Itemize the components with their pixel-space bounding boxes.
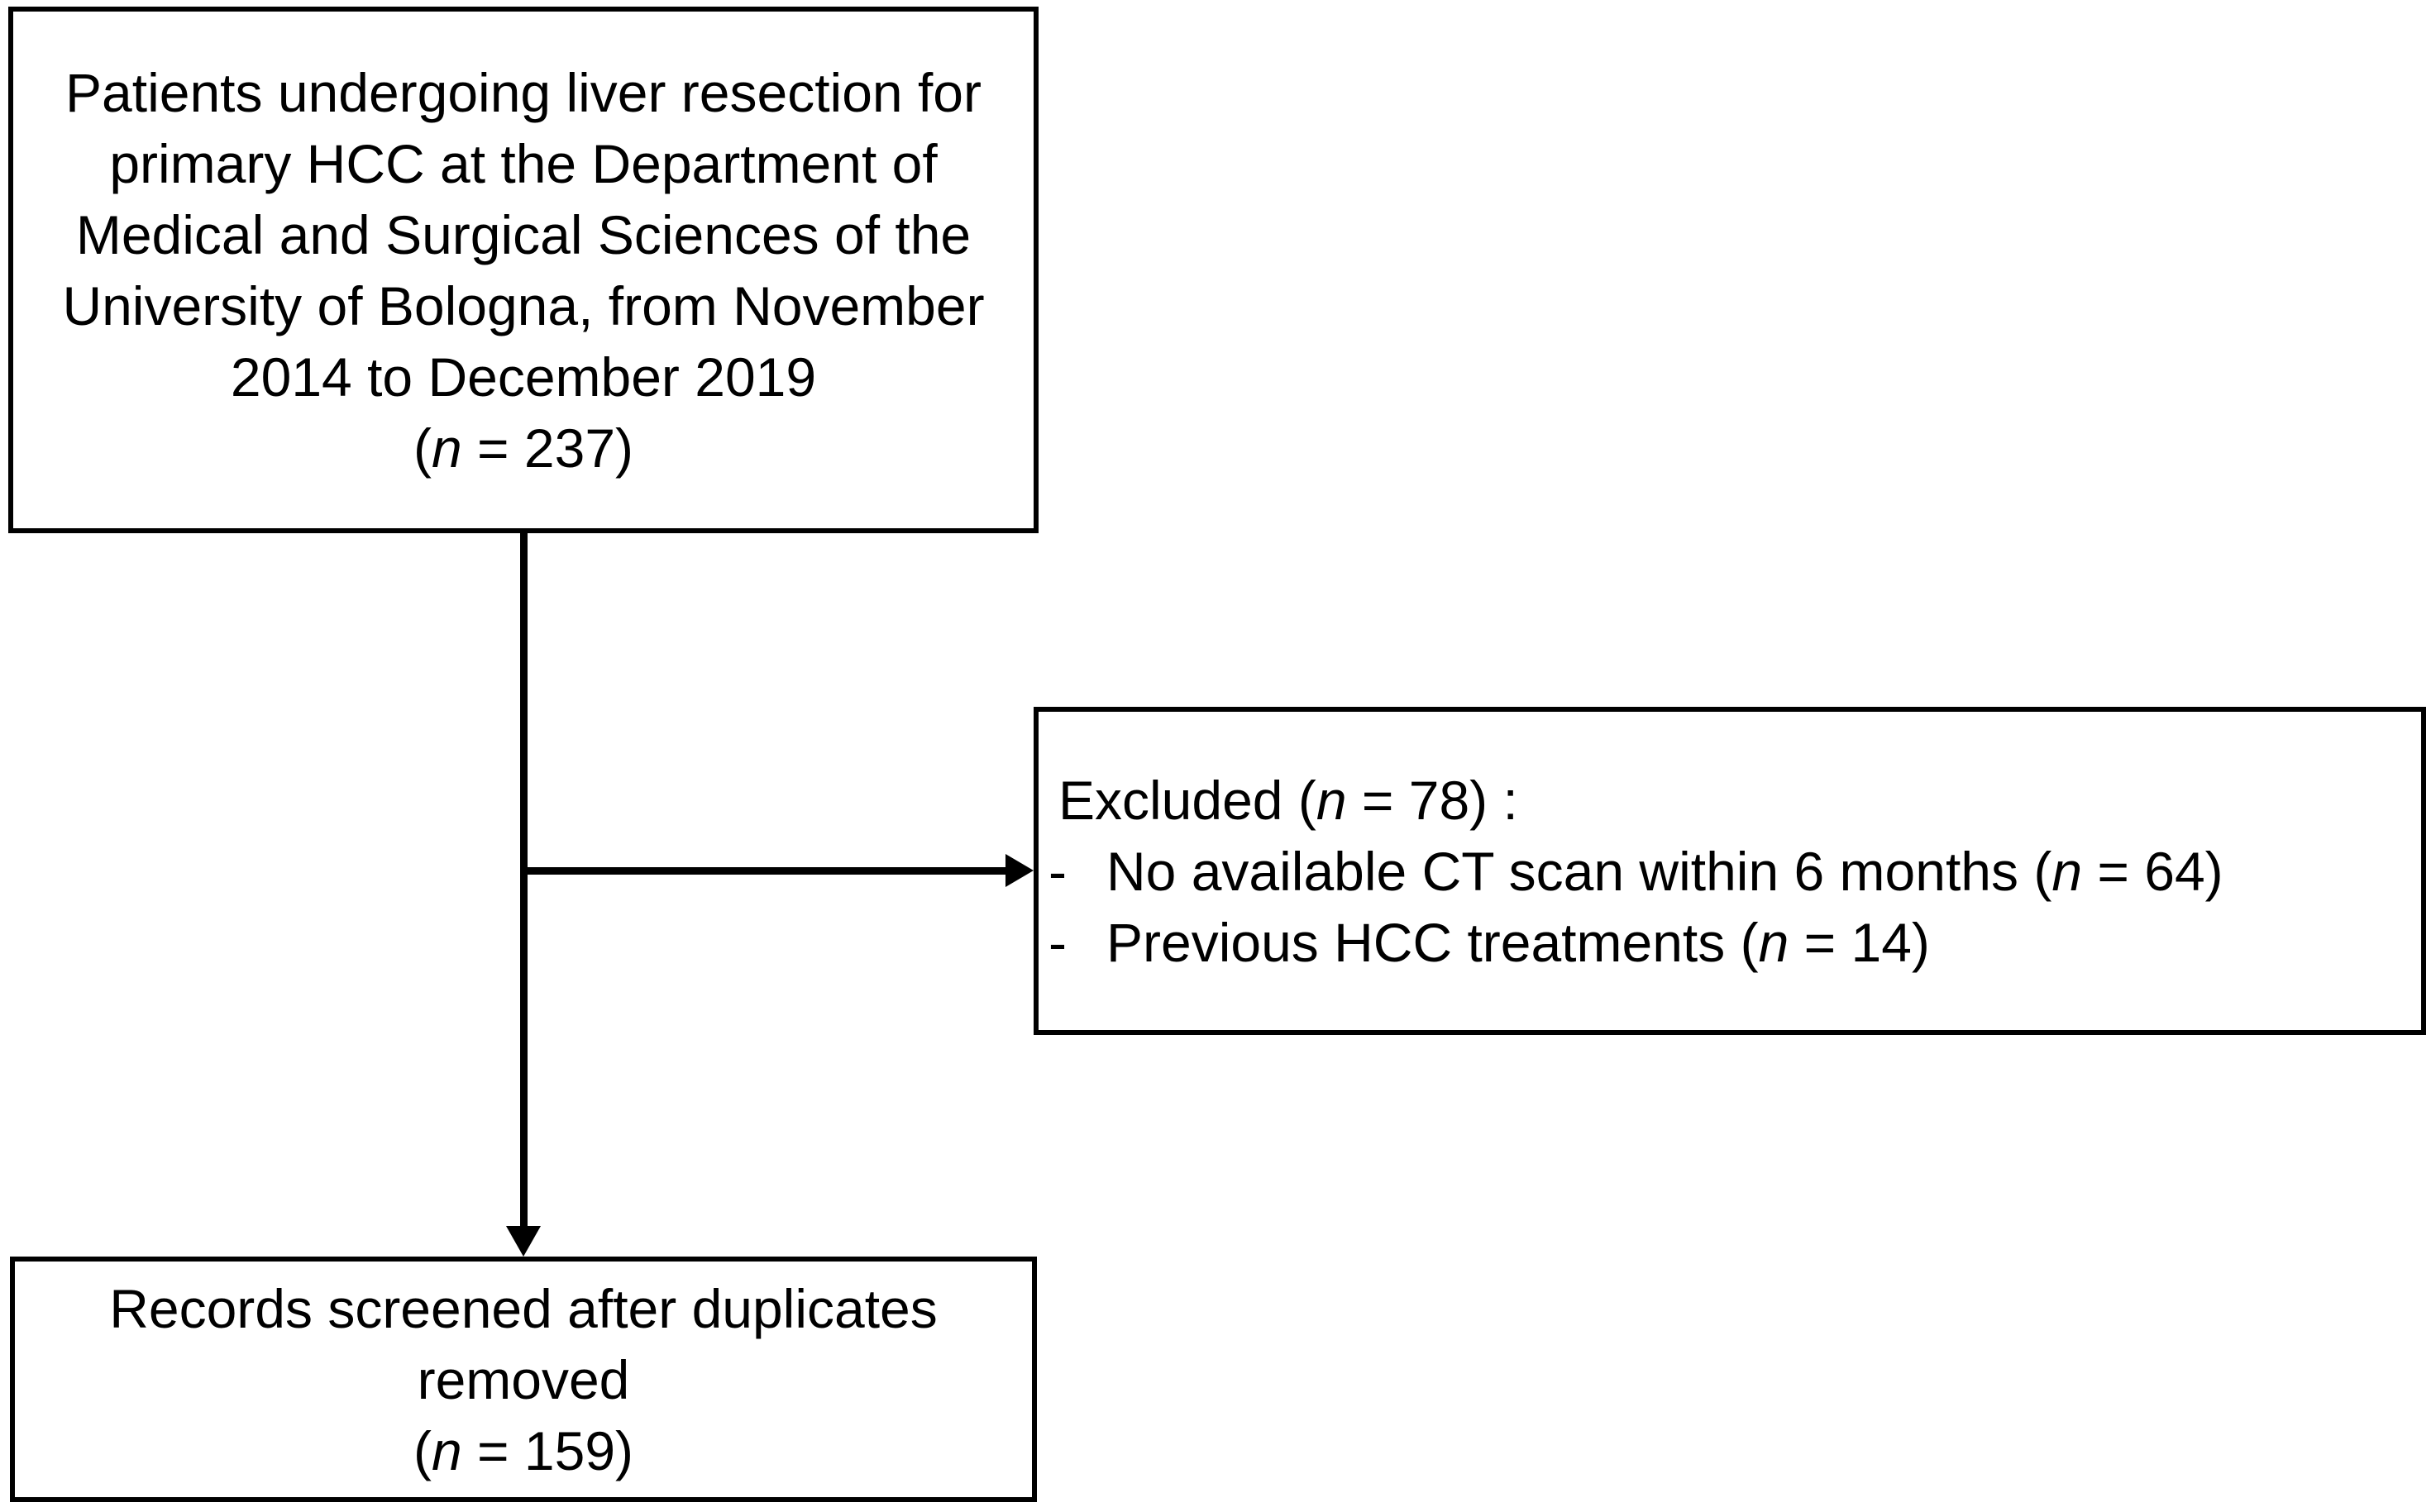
excluded-title: Excluded (n = 78) : [1058,769,1518,831]
box-excluded: Excluded (n = 78) : - No available CT sc… [1034,707,2426,1035]
bullet-dash: - [1048,911,1067,973]
screened-line-2: removed [417,1348,630,1410]
arrowhead-down-icon [506,1226,541,1257]
enrollment-line-3: Medical and Surgical Sciences of the [75,203,972,265]
bullet-dash: - [1048,840,1067,902]
screened-line-1: Records screened after duplicates [109,1277,938,1339]
box-records-screened: Records screened after duplicates remove… [10,1257,1037,1502]
excluded-item-text: Previous HCC treatments (n = 14) [1106,911,1930,973]
enrollment-count: (n = 237) [413,417,634,479]
screened-count: (n = 159) [413,1419,634,1481]
excluded-item-no-ct-scan: - No available CT scan within 6 months (… [1048,836,2421,907]
enrollment-text: Patients undergoing liver resection for … [13,57,1034,484]
excluded-item-previous-treatments: - Previous HCC treatments (n = 14) [1048,907,2421,978]
enrollment-line-1: Patients undergoing liver resection for [65,61,982,123]
enrollment-line-4: University of Bologna, from November [62,274,985,336]
connector-vertical-line [520,532,528,1228]
enrollment-line-2: primary HCC at the Department of [109,132,938,194]
excluded-item-text: No available CT scan within 6 months (n … [1106,840,2223,902]
connector-horizontal-line [520,867,1009,875]
enrollment-line-5: 2014 to December 2019 [230,346,817,408]
box-patients-enrollment: Patients undergoing liver resection for … [8,7,1039,533]
screened-text: Records screened after duplicates remove… [15,1273,1032,1486]
arrowhead-right-icon [1005,854,1034,887]
